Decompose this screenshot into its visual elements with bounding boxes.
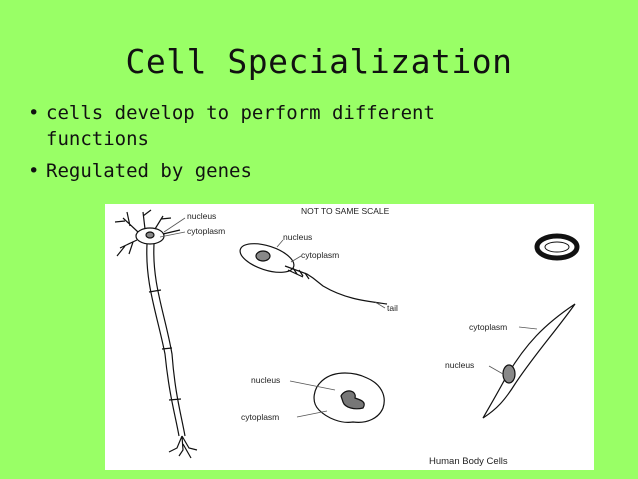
sperm-tail-label: tail [387,303,398,313]
bullet-text: Regulated by genes [46,160,252,182]
bullet-dot-icon: • [28,102,40,124]
red-blood-cell-drawing [534,233,580,261]
slide-title: Cell Specialization [125,42,513,81]
wbc-cytoplasm-label: cytoplasm [241,412,279,422]
neuron-cytoplasm-label: cytoplasm [187,226,225,236]
bullet-dot-icon: • [28,160,40,182]
neuron-nucleus-label: nucleus [187,211,216,221]
bullet-list: • cells develop to perform different fun… [28,100,548,190]
bullet-text: cells develop to perform different funct… [46,102,435,150]
sperm-cytoplasm-label: cytoplasm [301,250,339,260]
bullet-item: • cells develop to perform different fun… [28,100,548,152]
figure-caption: Human Body Cells [429,456,508,467]
wbc-nucleus-label: nucleus [251,375,280,385]
sperm-nucleus-label: nucleus [283,232,312,242]
muscle-nucleus-label: nucleus [445,360,474,370]
muscle-cell-drawing [482,303,576,419]
sperm-cell-drawing [239,243,388,305]
neuron-drawing [114,209,198,459]
bullet-item: • Regulated by genes [28,158,548,184]
cell-diagram: NOT TO SAME SCALE nucleus cytoplasm nucl… [105,204,594,470]
white-blood-cell-drawing [313,372,385,423]
figure-header: NOT TO SAME SCALE [301,206,390,216]
muscle-cytoplasm-label: cytoplasm [469,322,507,332]
